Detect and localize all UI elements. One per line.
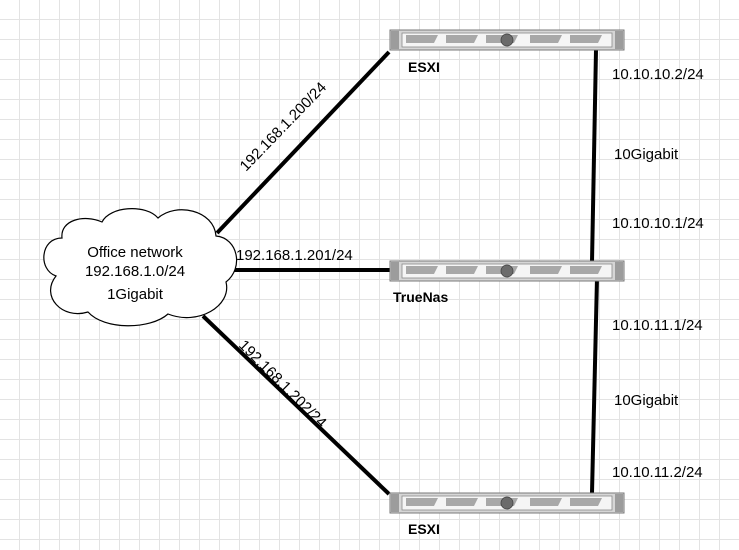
link-truenas-to-esxi-bottom bbox=[590, 277, 599, 494]
cloud-subnet: 192.168.1.0/24 bbox=[85, 263, 185, 280]
link-bottom-ip-label: 192.168.1.202/24 bbox=[235, 337, 330, 432]
link-esxi-top-to-truenas bbox=[590, 49, 598, 263]
server-esxi-bottom-name: ESXI bbox=[408, 521, 440, 537]
cloud-name: Office network bbox=[87, 244, 183, 261]
storage-top-speed: 10Gigabit bbox=[614, 146, 679, 163]
server-truenas bbox=[389, 260, 625, 282]
server-esxi-top bbox=[389, 29, 625, 51]
esxi-bottom-storage-ip: 10.10.11.2/24 bbox=[612, 464, 703, 481]
server-esxi-bottom bbox=[389, 492, 625, 514]
office-network-cloud bbox=[43, 208, 238, 327]
link-middle-ip-label: 192.168.1.201/24 bbox=[236, 247, 353, 264]
esxi-top-storage-ip: 10.10.10.2/24 bbox=[612, 66, 704, 83]
truenas-storage-ip-top: 10.10.10.1/24 bbox=[612, 215, 704, 232]
truenas-storage-ip-bottom: 10.10.11.1/24 bbox=[612, 317, 703, 334]
server-esxi-top-name: ESXI bbox=[408, 59, 440, 75]
link-office-to-esxi-top bbox=[215, 50, 391, 235]
storage-bottom-speed: 10Gigabit bbox=[614, 392, 679, 409]
link-office-to-esxi-bottom bbox=[201, 314, 391, 496]
cloud-speed: 1Gigabit bbox=[107, 286, 164, 303]
server-truenas-name: TrueNas bbox=[393, 289, 448, 305]
